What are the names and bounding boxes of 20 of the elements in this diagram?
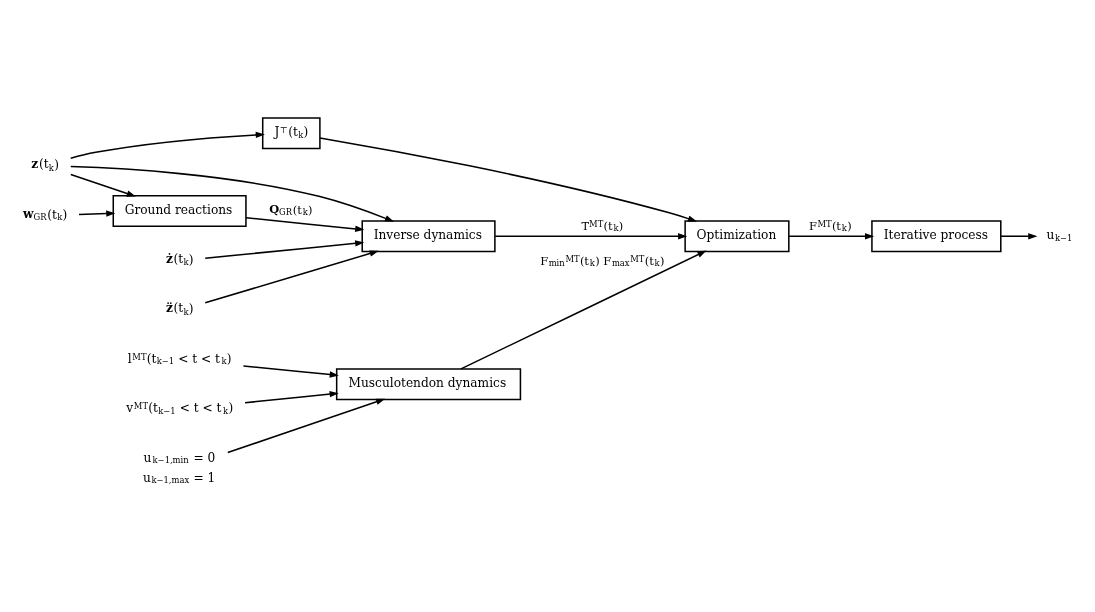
arrow	[204, 250, 379, 304]
arrow	[319, 137, 698, 222]
arrow	[1000, 233, 1038, 240]
arrow	[494, 233, 688, 240]
arrow	[460, 250, 707, 370]
arrow	[70, 173, 136, 197]
arrow	[788, 233, 875, 240]
arrow	[245, 217, 365, 233]
arrow	[78, 210, 116, 217]
node-box: Optimization	[684, 220, 790, 253]
node-box: Iterative process	[871, 220, 1002, 253]
arrow	[227, 398, 386, 454]
arrow	[70, 165, 395, 222]
node-box: Inverse dynamics	[361, 220, 496, 253]
node-box: Musculotendon dynamics	[335, 368, 522, 401]
arrow	[70, 131, 265, 160]
arrow	[242, 365, 339, 378]
node-box: Ground reactions	[112, 195, 247, 228]
arrow	[244, 390, 339, 404]
arrow	[204, 240, 365, 259]
